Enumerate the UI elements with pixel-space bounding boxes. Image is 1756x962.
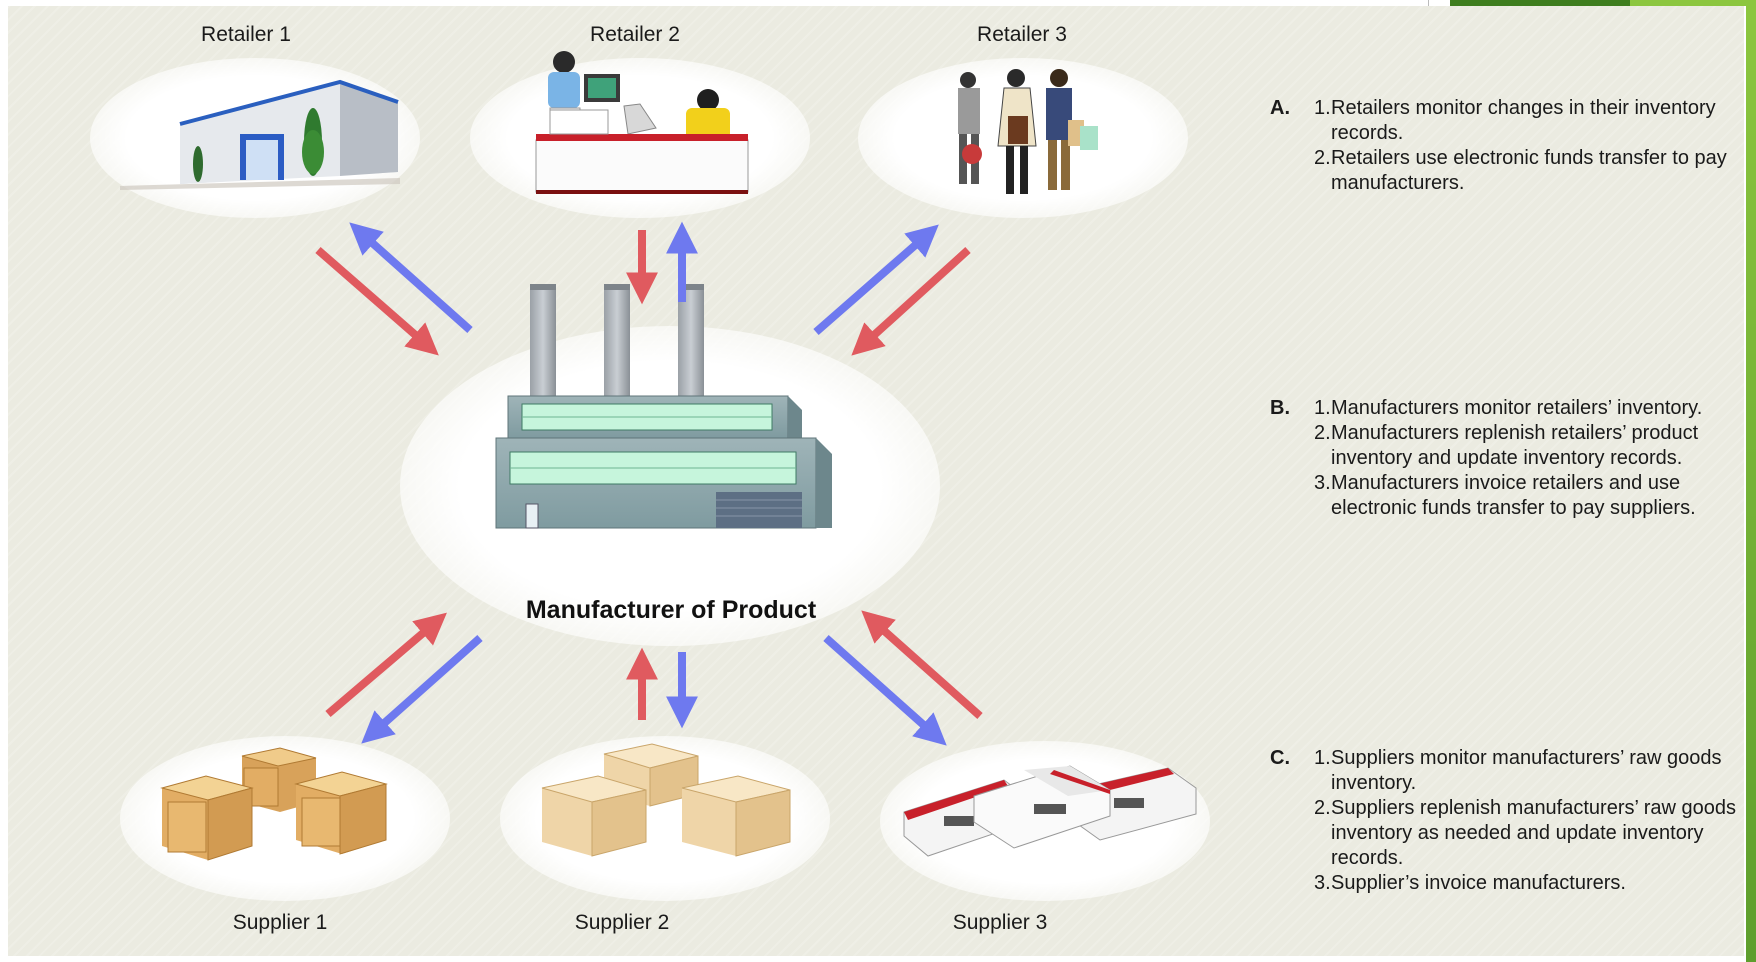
retailer1-label: Retailer 1 xyxy=(201,23,291,46)
crate-left xyxy=(160,775,254,861)
step-text: Manufacturers replenish retailers’ produ… xyxy=(1331,422,1699,469)
corner-divider xyxy=(1428,0,1429,10)
step-number: 2. xyxy=(1314,147,1331,169)
step-text: Suppliers monitor manufacturers’ raw goo… xyxy=(1331,747,1722,794)
retailer3-label: Retailer 3 xyxy=(977,23,1067,46)
step-number: 3. xyxy=(1314,472,1331,494)
arrow-manufacturer-to-supplier3 xyxy=(823,635,947,746)
checkout-counter-icon xyxy=(535,51,749,194)
step-item: 1.Suppliers monitor manufacturers’ raw g… xyxy=(1270,746,1740,796)
corner-accent-bar xyxy=(1450,0,1756,6)
steps-section-a: A. 1.Retailers monitor changes in their … xyxy=(1270,96,1740,196)
step-text: Retailers monitor changes in their inven… xyxy=(1331,97,1716,144)
factory-icon xyxy=(495,284,832,529)
corner-accent-bar-light xyxy=(1630,0,1756,6)
wooden-crates-icon xyxy=(160,747,388,861)
supplier3-label: Supplier 3 xyxy=(952,911,1048,934)
step-item: 3.Supplier’s invoice manufacturers. xyxy=(1270,871,1740,896)
retailer2-label: Retailer 2 xyxy=(590,23,680,46)
section-letter: C. xyxy=(1270,747,1290,769)
arrow-supplier1-to-manufacturer xyxy=(325,612,447,718)
step-item: 2.Manufacturers replenish retailers’ pro… xyxy=(1270,421,1740,471)
section-letter: B. xyxy=(1270,397,1290,419)
supplier1-label: Supplier 1 xyxy=(232,911,328,934)
arrow-supplier3-to-manufacturer xyxy=(861,610,983,719)
step-item: 1.Manufacturers monitor retailers’ inven… xyxy=(1270,396,1740,421)
arrow-retailer1-to-manufacturer xyxy=(315,246,439,356)
shoppers-icon xyxy=(958,69,1098,194)
right-accent-bar xyxy=(1746,6,1756,962)
white-boxes-icon xyxy=(903,765,1197,857)
step-number: 1. xyxy=(1314,397,1331,419)
warehouse-icon xyxy=(120,79,400,190)
step-number: 3. xyxy=(1314,872,1331,894)
crate-right xyxy=(294,771,388,855)
diagram-canvas: Retailer 1 Retailer 2 Retailer 3 Manufac… xyxy=(8,6,1744,956)
step-text: Supplier’s invoice manufacturers. xyxy=(1331,872,1626,894)
step-item: 3.Manufacturers invoice retailers and us… xyxy=(1270,471,1740,521)
manufacturer-label: Manufacturer of Product xyxy=(525,596,817,624)
section-letter: A. xyxy=(1270,97,1290,119)
step-item: 2.Retailers use electronic funds transfe… xyxy=(1270,146,1740,196)
step-text: Suppliers replenish manufacturers’ raw g… xyxy=(1331,797,1737,869)
step-number: 1. xyxy=(1314,97,1331,119)
cardboard-boxes-icon xyxy=(541,743,791,857)
step-text: Manufacturers invoice retailers and use … xyxy=(1331,472,1696,519)
step-text: Manufacturers monitor retailers’ invento… xyxy=(1331,397,1703,419)
step-number: 2. xyxy=(1314,422,1331,444)
arrow-manufacturer-to-retailer1 xyxy=(349,222,473,333)
steps-section-b: B. 1.Manufacturers monitor retailers’ in… xyxy=(1270,396,1740,521)
supplier2-label: Supplier 2 xyxy=(574,911,670,934)
step-item: 1.Retailers monitor changes in their inv… xyxy=(1270,96,1740,146)
arrow-manufacturer-to-retailer3 xyxy=(813,224,939,336)
step-number: 2. xyxy=(1314,797,1331,819)
flow-arrows xyxy=(315,221,983,746)
step-number: 1. xyxy=(1314,747,1331,769)
step-text: Retailers use electronic funds transfer … xyxy=(1331,147,1727,194)
arrow-retailer3-to-manufacturer xyxy=(851,247,971,356)
steps-section-c: C. 1.Suppliers monitor manufacturers’ ra… xyxy=(1270,746,1740,896)
arrow-manufacturer-to-supplier1 xyxy=(361,635,483,744)
step-item: 2.Suppliers replenish manufacturers’ raw… xyxy=(1270,796,1740,871)
